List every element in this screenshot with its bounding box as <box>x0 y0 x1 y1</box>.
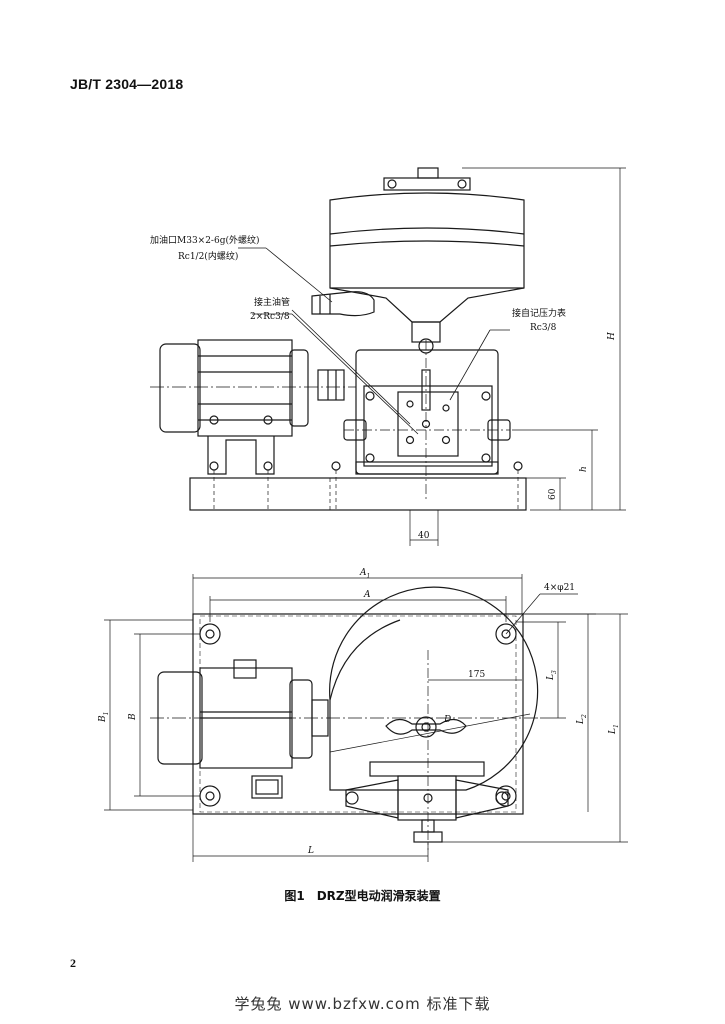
dim-H: H <box>607 332 617 341</box>
callout-gauge-2: Rc3/8 <box>530 323 557 333</box>
callout-main-pipe-2: 2×Rc3/8 <box>250 312 290 322</box>
pump-housing <box>355 349 499 475</box>
plan-base-plate <box>192 613 524 815</box>
footer-watermark[interactable]: 学兔兔 www.bzfxw.com 标准下载 <box>234 995 491 1013</box>
dim-B1: B1 <box>98 712 110 723</box>
dim-L1: L1 <box>608 724 620 735</box>
figure-caption: 图1 DRZ型电动润滑泵装置 <box>284 889 441 903</box>
page-number: 2 <box>70 956 76 970</box>
dim-L3: L3 <box>546 670 558 681</box>
dim-hole: 4×φ21 <box>544 583 575 593</box>
reservoir-tank <box>329 192 525 323</box>
callout-fill-port-2: Rc1/2(内螺纹) <box>178 250 238 262</box>
standard-code: JB/T 2304—2018 <box>70 76 184 92</box>
motor-body <box>197 339 293 437</box>
dim-h: h <box>579 466 589 472</box>
dim-D: D <box>443 715 451 725</box>
plan-reservoir <box>329 586 539 791</box>
dim-60: 60 <box>548 488 558 500</box>
dim-A: A <box>363 590 371 600</box>
callout-fill-port-1: 加油口M33×2-6g(外螺纹) <box>150 234 260 246</box>
plan-view <box>104 574 628 862</box>
reservoir-cap <box>383 177 471 191</box>
base-plate <box>189 477 527 511</box>
fill-port <box>311 291 375 317</box>
callout-main-pipe-1: 接主油管 <box>254 296 290 308</box>
dim-L: L <box>307 846 314 856</box>
callout-gauge-1: 接自记压力表 <box>512 307 566 319</box>
dim-L2: L2 <box>576 714 588 725</box>
dim-A1: A1 <box>359 568 370 580</box>
motor-end-cap <box>159 343 201 433</box>
dim-B: B <box>128 713 138 721</box>
dim-40: 40 <box>418 531 430 541</box>
front-view <box>150 167 626 546</box>
dim-175: 175 <box>468 670 485 680</box>
